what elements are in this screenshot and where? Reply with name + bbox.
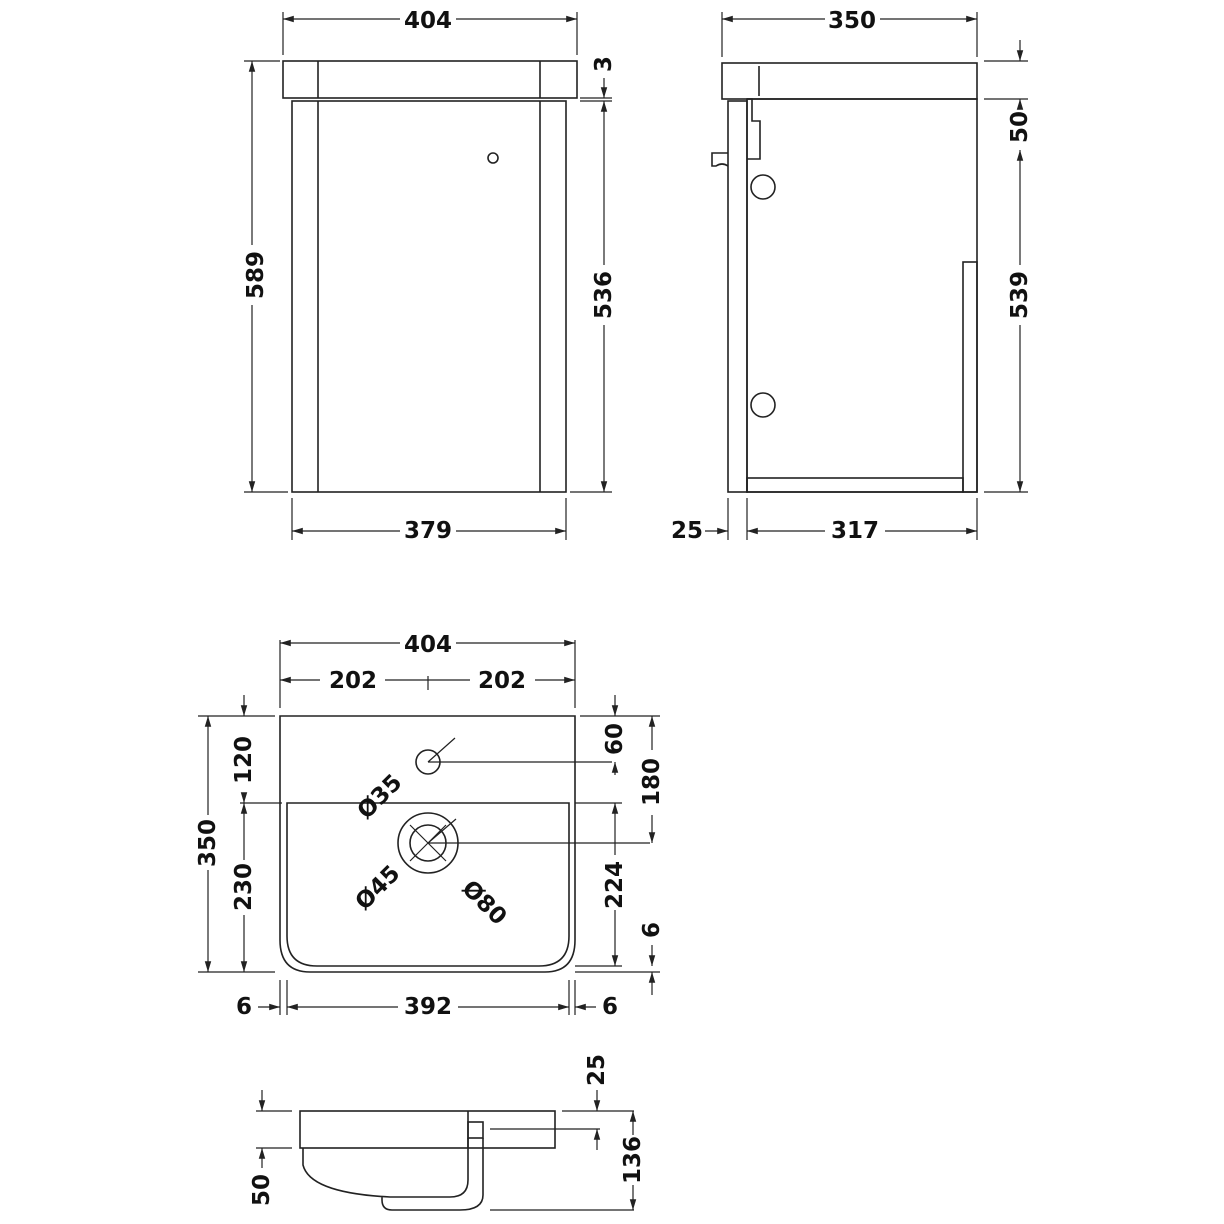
dim-rim-right: 6	[602, 994, 618, 1020]
dim-basin-half-left: 202	[329, 668, 377, 694]
dim-front-width: 404	[404, 8, 452, 34]
basin-side-view: 50 25 136	[249, 1054, 646, 1211]
dim-back-to-bowl: 120	[231, 736, 257, 784]
dim-waste-offset: 180	[639, 758, 665, 806]
dim-side-body: 317	[831, 518, 879, 544]
front-view: 404 589 3 536 379	[243, 8, 617, 544]
basin-plan-view: 404 202 202 350 120 230 60 180 224 6 6 3…	[195, 632, 665, 1020]
dim-side-top: 50	[1007, 111, 1033, 143]
dim-tap-offset: 60	[602, 723, 628, 755]
dim-inner-bowl: 224	[602, 861, 628, 909]
dim-rim-front: 6	[639, 922, 665, 938]
dim-front-body-width: 379	[404, 518, 452, 544]
dim-rim-height: 50	[249, 1174, 275, 1206]
side-view: 350 50 539 25 317	[671, 8, 1033, 544]
dim-front-height: 589	[243, 251, 269, 299]
dim-front-gap: 3	[591, 56, 617, 72]
dim-rim-left: 6	[236, 994, 252, 1020]
dim-waste-inner: Ø45	[351, 861, 406, 916]
dim-side-depth: 350	[828, 8, 876, 34]
dim-bowl-width: 392	[404, 994, 452, 1020]
dim-bowl-depth: 230	[231, 863, 257, 911]
dim-basin-width: 404	[404, 632, 452, 658]
dim-side-height: 539	[1007, 271, 1033, 319]
dim-basin-depth: 350	[195, 819, 221, 867]
dim-front-body-height: 536	[591, 271, 617, 319]
dim-tap-hole: Ø35	[353, 770, 408, 825]
dim-tap-deck: 25	[584, 1054, 610, 1086]
dim-side-panel: 25	[671, 518, 703, 544]
dim-total-height: 136	[620, 1136, 646, 1184]
dim-waste-outer: Ø80	[457, 876, 512, 931]
dim-basin-half-right: 202	[478, 668, 526, 694]
